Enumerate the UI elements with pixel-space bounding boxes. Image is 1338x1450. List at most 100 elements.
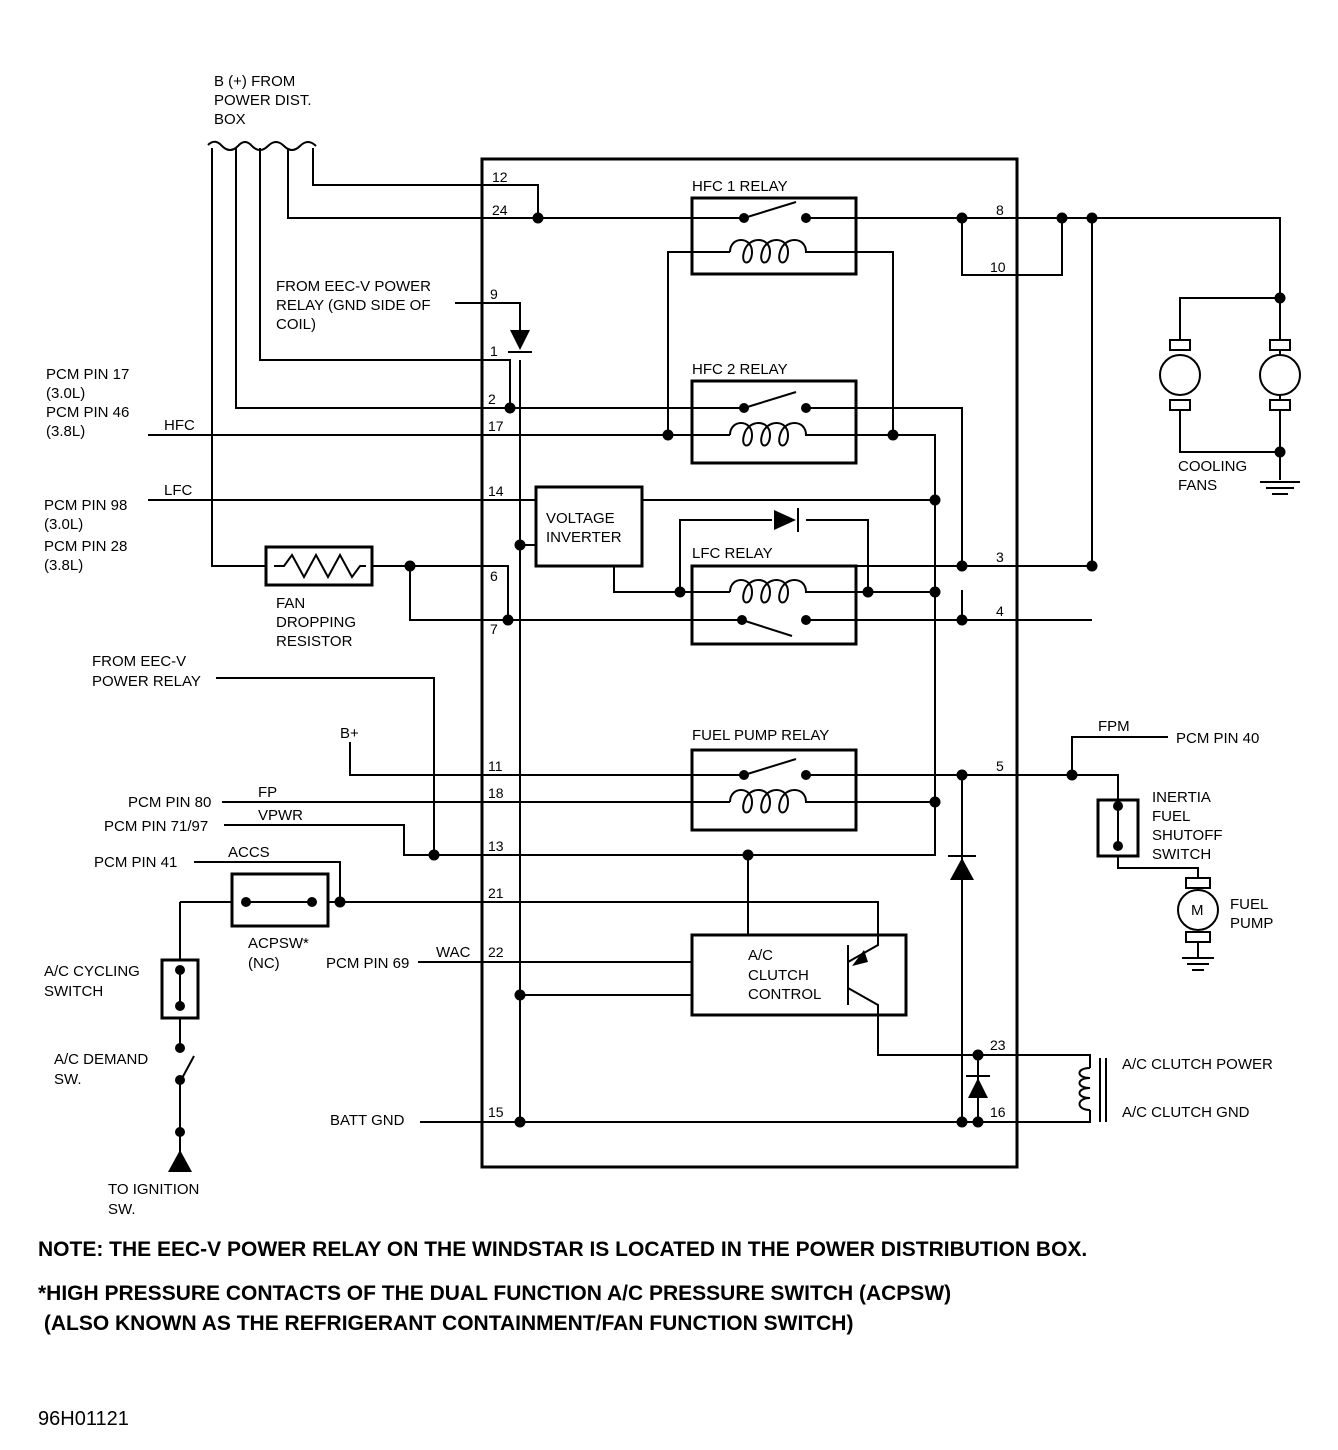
junction-dots (334, 212, 1286, 1128)
svg-text:6: 6 (490, 568, 498, 584)
label-fpm: FPM (1098, 718, 1130, 735)
svg-text:23: 23 (990, 1037, 1006, 1053)
label-engine-38l: (3.8L) (44, 557, 83, 574)
label-lfc-relay: LFC RELAY (692, 545, 773, 562)
svg-text:FROM EEC-V: FROM EEC-V (92, 653, 186, 670)
svg-text:SHUTOFF: SHUTOFF (1152, 827, 1223, 844)
label-pcm-pin-46: PCM PIN 46 (46, 404, 129, 421)
label-b-plus: B+ (340, 725, 359, 742)
ground-symbol (1260, 481, 1300, 495)
label-from-eec-coil: FROM EEC-V POWER RELAY (GND SIDE OF COIL… (276, 278, 431, 333)
svg-text:B (+) FROM: B (+) FROM (214, 73, 295, 90)
pin-numbers: 12 24 9 1 2 17 14 6 7 11 18 13 21 22 15 … (488, 169, 1006, 1120)
label-vpwr: VPWR (258, 807, 303, 824)
svg-text:FUEL: FUEL (1230, 896, 1268, 913)
svg-text:8: 8 (996, 202, 1004, 218)
svg-text:POWER RELAY: POWER RELAY (92, 673, 201, 690)
ac-cycling-switch (160, 902, 200, 1048)
svg-text:SWITCH: SWITCH (1152, 846, 1211, 863)
svg-text:14: 14 (488, 483, 504, 499)
svg-text:SWITCH: SWITCH (44, 983, 103, 1000)
svg-text:16: 16 (990, 1104, 1006, 1120)
label-pcm-pin-17: PCM PIN 17 (46, 366, 129, 383)
label-pcm-pin-41: PCM PIN 41 (94, 854, 177, 871)
label-pcm-pin-80: PCM PIN 80 (128, 794, 211, 811)
label-lfc: LFC (164, 482, 193, 499)
svg-text:INERTIA: INERTIA (1152, 789, 1211, 806)
note-power-relay-location: NOTE: THE EEC-V POWER RELAY ON THE WINDS… (38, 1238, 1088, 1261)
hfc1-relay (690, 196, 858, 276)
svg-text:RESISTOR: RESISTOR (276, 633, 353, 650)
cooling-fans-circuit (1017, 217, 1301, 621)
svg-text:A/C: A/C (748, 947, 773, 964)
svg-text:13: 13 (488, 838, 504, 854)
svg-text:DROPPING: DROPPING (276, 614, 356, 631)
label-pcm-pin-40: PCM PIN 40 (1176, 730, 1259, 747)
svg-text:RELAY (GND SIDE OF: RELAY (GND SIDE OF (276, 297, 430, 314)
label-batt-gnd: BATT GND (330, 1112, 405, 1129)
svg-text:FROM EEC-V POWER: FROM EEC-V POWER (276, 278, 431, 295)
svg-text:ACPSW*: ACPSW* (248, 935, 309, 952)
svg-text:PUMP: PUMP (1230, 915, 1273, 932)
svg-text:5: 5 (996, 758, 1004, 774)
b-plus-feed-wires (207, 140, 482, 567)
input-wires (148, 302, 482, 1123)
diode-fuel-pump (948, 855, 976, 880)
figure-code: 96H01121 (38, 1408, 129, 1430)
svg-text:(NC): (NC) (248, 955, 280, 972)
label-acpsw: ACPSW* (NC) (248, 935, 309, 972)
svg-text:9: 9 (490, 286, 498, 302)
svg-text:VOLTAGE: VOLTAGE (546, 510, 615, 527)
label-fp: FP (258, 784, 277, 801)
label-ac-clutch-control: A/C CLUTCH CONTROL (748, 947, 821, 1003)
svg-text:COIL): COIL) (276, 316, 316, 333)
svg-text:17: 17 (488, 418, 504, 434)
svg-text:FANS: FANS (1178, 477, 1217, 494)
svg-text:TO IGNITION: TO IGNITION (108, 1181, 199, 1198)
diode-pin9 (508, 330, 532, 353)
label-hfc2-relay: HFC 2 RELAY (692, 361, 788, 378)
svg-text:3: 3 (996, 549, 1004, 565)
label-accs: ACCS (228, 844, 270, 861)
label-ac-clutch-power: A/C CLUTCH POWER (1122, 1056, 1273, 1073)
fuel-pump-relay (690, 748, 858, 832)
lfc-relay (690, 564, 858, 646)
svg-text:1: 1 (490, 343, 498, 359)
label-inertia-switch: INERTIA FUEL SHUTOFF SWITCH (1152, 789, 1223, 863)
ac-clutch-coil (1017, 1054, 1107, 1123)
svg-text:22: 22 (488, 944, 504, 960)
label-motor-symbol: M (1191, 902, 1204, 919)
label-pcm-pin-7197: PCM PIN 71/97 (104, 818, 208, 835)
svg-text:FUEL: FUEL (1152, 808, 1190, 825)
diode-ac-clutch (966, 1075, 990, 1098)
acpsw-switch (180, 872, 340, 928)
ac-clutch-control (690, 933, 908, 1017)
svg-text:15: 15 (488, 1104, 504, 1120)
svg-text:SW.: SW. (108, 1201, 136, 1218)
cooling-fan-motor-left (1159, 354, 1201, 396)
svg-text:BOX: BOX (214, 111, 246, 128)
voltage-inverter (534, 485, 644, 568)
constant-control-relay-module (480, 157, 1019, 1169)
svg-text:18: 18 (488, 785, 504, 801)
svg-text:10: 10 (990, 259, 1006, 275)
svg-text:POWER DIST.: POWER DIST. (214, 92, 312, 109)
svg-text:SW.: SW. (54, 1071, 82, 1088)
label-from-eec-power-relay: FROM EEC-V POWER RELAY (92, 653, 201, 690)
label-ac-cycling-switch: A/C CYCLING SWITCH (44, 963, 140, 1000)
ground-symbol (1182, 957, 1214, 971)
label-wac: WAC (436, 944, 471, 961)
svg-text:4: 4 (996, 603, 1004, 619)
svg-text:CONTROL: CONTROL (748, 986, 821, 1003)
svg-text:CLUTCH: CLUTCH (748, 967, 809, 984)
label-fuel-pump-relay: FUEL PUMP RELAY (692, 727, 829, 744)
fuel-pump-motor (1177, 889, 1219, 931)
label-to-ignition-sw: TO IGNITION SW. (108, 1181, 199, 1218)
label-b-plus-from: B (+) FROM POWER DIST. BOX (214, 73, 312, 128)
fuel-pump-circuit (1017, 736, 1219, 971)
label-engine-38l: (3.8L) (46, 423, 85, 440)
svg-text:11: 11 (488, 758, 503, 774)
label-pcm-pin-28: PCM PIN 28 (44, 538, 127, 555)
svg-text:INVERTER: INVERTER (546, 529, 622, 546)
